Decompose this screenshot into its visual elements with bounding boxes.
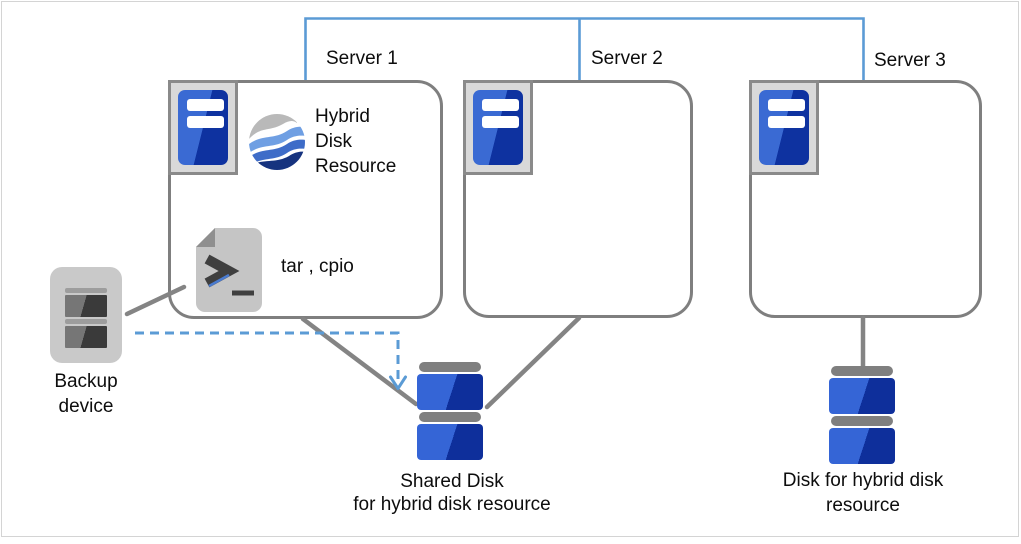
hybrid-disk-label: Disk for hybrid disk resource (782, 470, 944, 516)
server-tower (759, 90, 809, 165)
hybrid-disk-resource-icon (249, 114, 305, 170)
server-icon (463, 80, 533, 175)
server-tower (473, 90, 523, 165)
hybrid-disk-resource-label: Hybrid Disk Resource (315, 106, 397, 177)
server-3-label: Server 3 (874, 50, 946, 71)
script-file-icon (196, 228, 262, 312)
server-1-label: Server 1 (326, 48, 398, 69)
shared-disk-icon (417, 362, 483, 460)
backup-device-label: Backup device (54, 371, 118, 417)
hybrid-disk-icon (829, 366, 895, 464)
backup-device-icon (50, 267, 122, 363)
server-icon (749, 80, 819, 175)
tar-cpio-label: tar , cpio (281, 256, 354, 277)
server-icon (168, 80, 238, 175)
server-tower (178, 90, 228, 165)
server-2-label: Server 2 (591, 48, 663, 69)
shared-disk-label: Shared Disk for hybrid disk resource (353, 471, 551, 515)
